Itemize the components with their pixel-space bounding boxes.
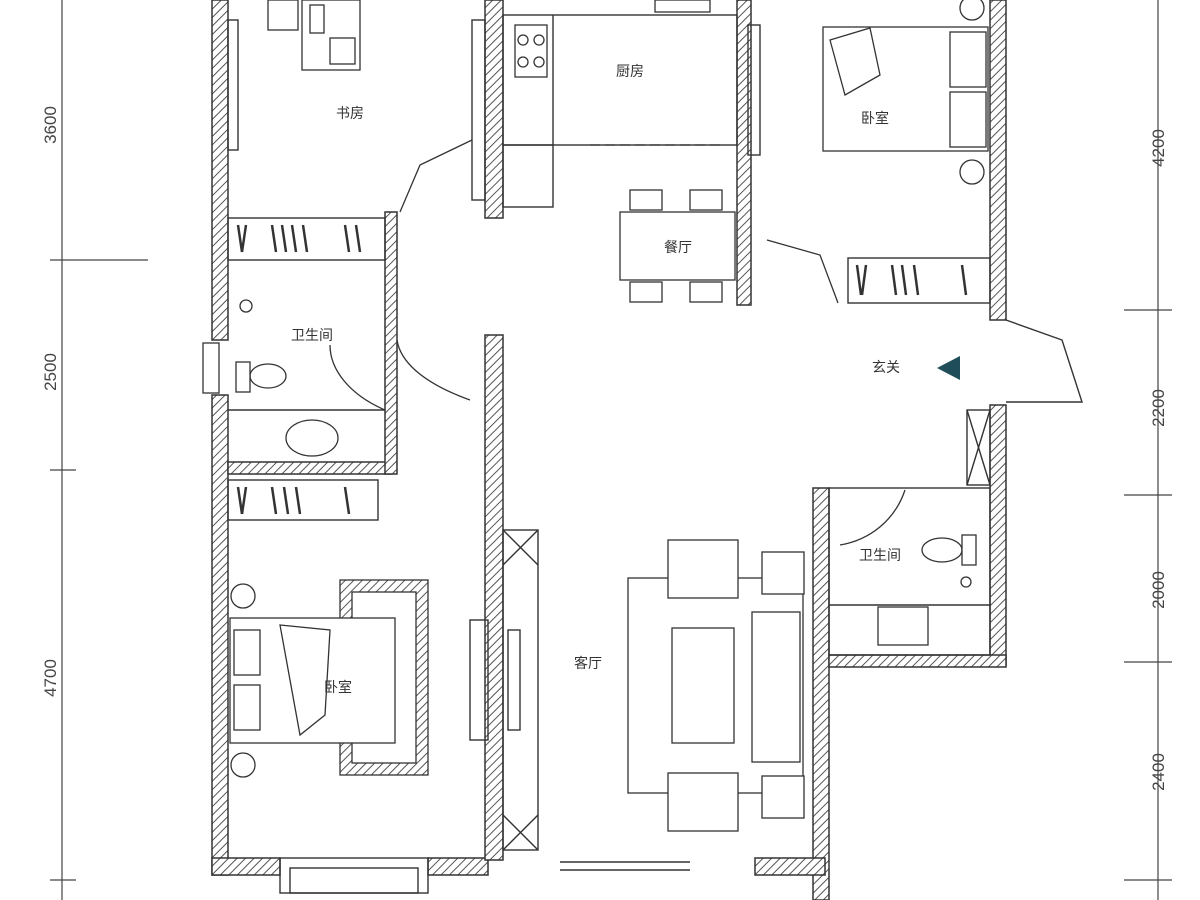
- entry-arrow-icon: [937, 356, 960, 380]
- dining-table: [619, 189, 736, 303]
- room-bedroom-ne: 卧室: [861, 110, 889, 127]
- room-bath-w: 卫生间: [291, 328, 333, 344]
- study-desk: [267, 0, 361, 71]
- kitchen-fixtures: [514, 0, 725, 146]
- room-kitchen: 厨房: [616, 64, 644, 80]
- dimension-lines: [50, 0, 1172, 900]
- room-bedroom-sw: 卧室: [324, 679, 352, 696]
- room-living: 客厅: [574, 655, 602, 672]
- bath-w-fixtures: [202, 299, 339, 457]
- dim-left-2: 2500: [41, 353, 60, 391]
- bed-sw: [229, 579, 429, 778]
- living-sofa-set: [627, 539, 805, 832]
- room-entry: 玄关: [872, 359, 900, 376]
- dim-right-3: 2000: [1149, 571, 1168, 609]
- room-bath-e: 卫生间: [859, 548, 901, 564]
- door-swings: [329, 139, 906, 546]
- bath-e-fixtures: [877, 534, 977, 646]
- dim-right-4: 2400: [1149, 753, 1168, 791]
- bed-ne: [822, 0, 989, 185]
- dim-right-1: 4200: [1149, 129, 1168, 167]
- closet-hangers: [236, 224, 968, 515]
- dim-left-3: 4700: [41, 659, 60, 697]
- room-dining: 餐厅: [664, 240, 692, 256]
- room-outlines: [227, 14, 1083, 894]
- room-study: 书房: [336, 106, 364, 122]
- dim-right-2: 2200: [1149, 389, 1168, 427]
- dim-left-1: 3600: [41, 106, 60, 144]
